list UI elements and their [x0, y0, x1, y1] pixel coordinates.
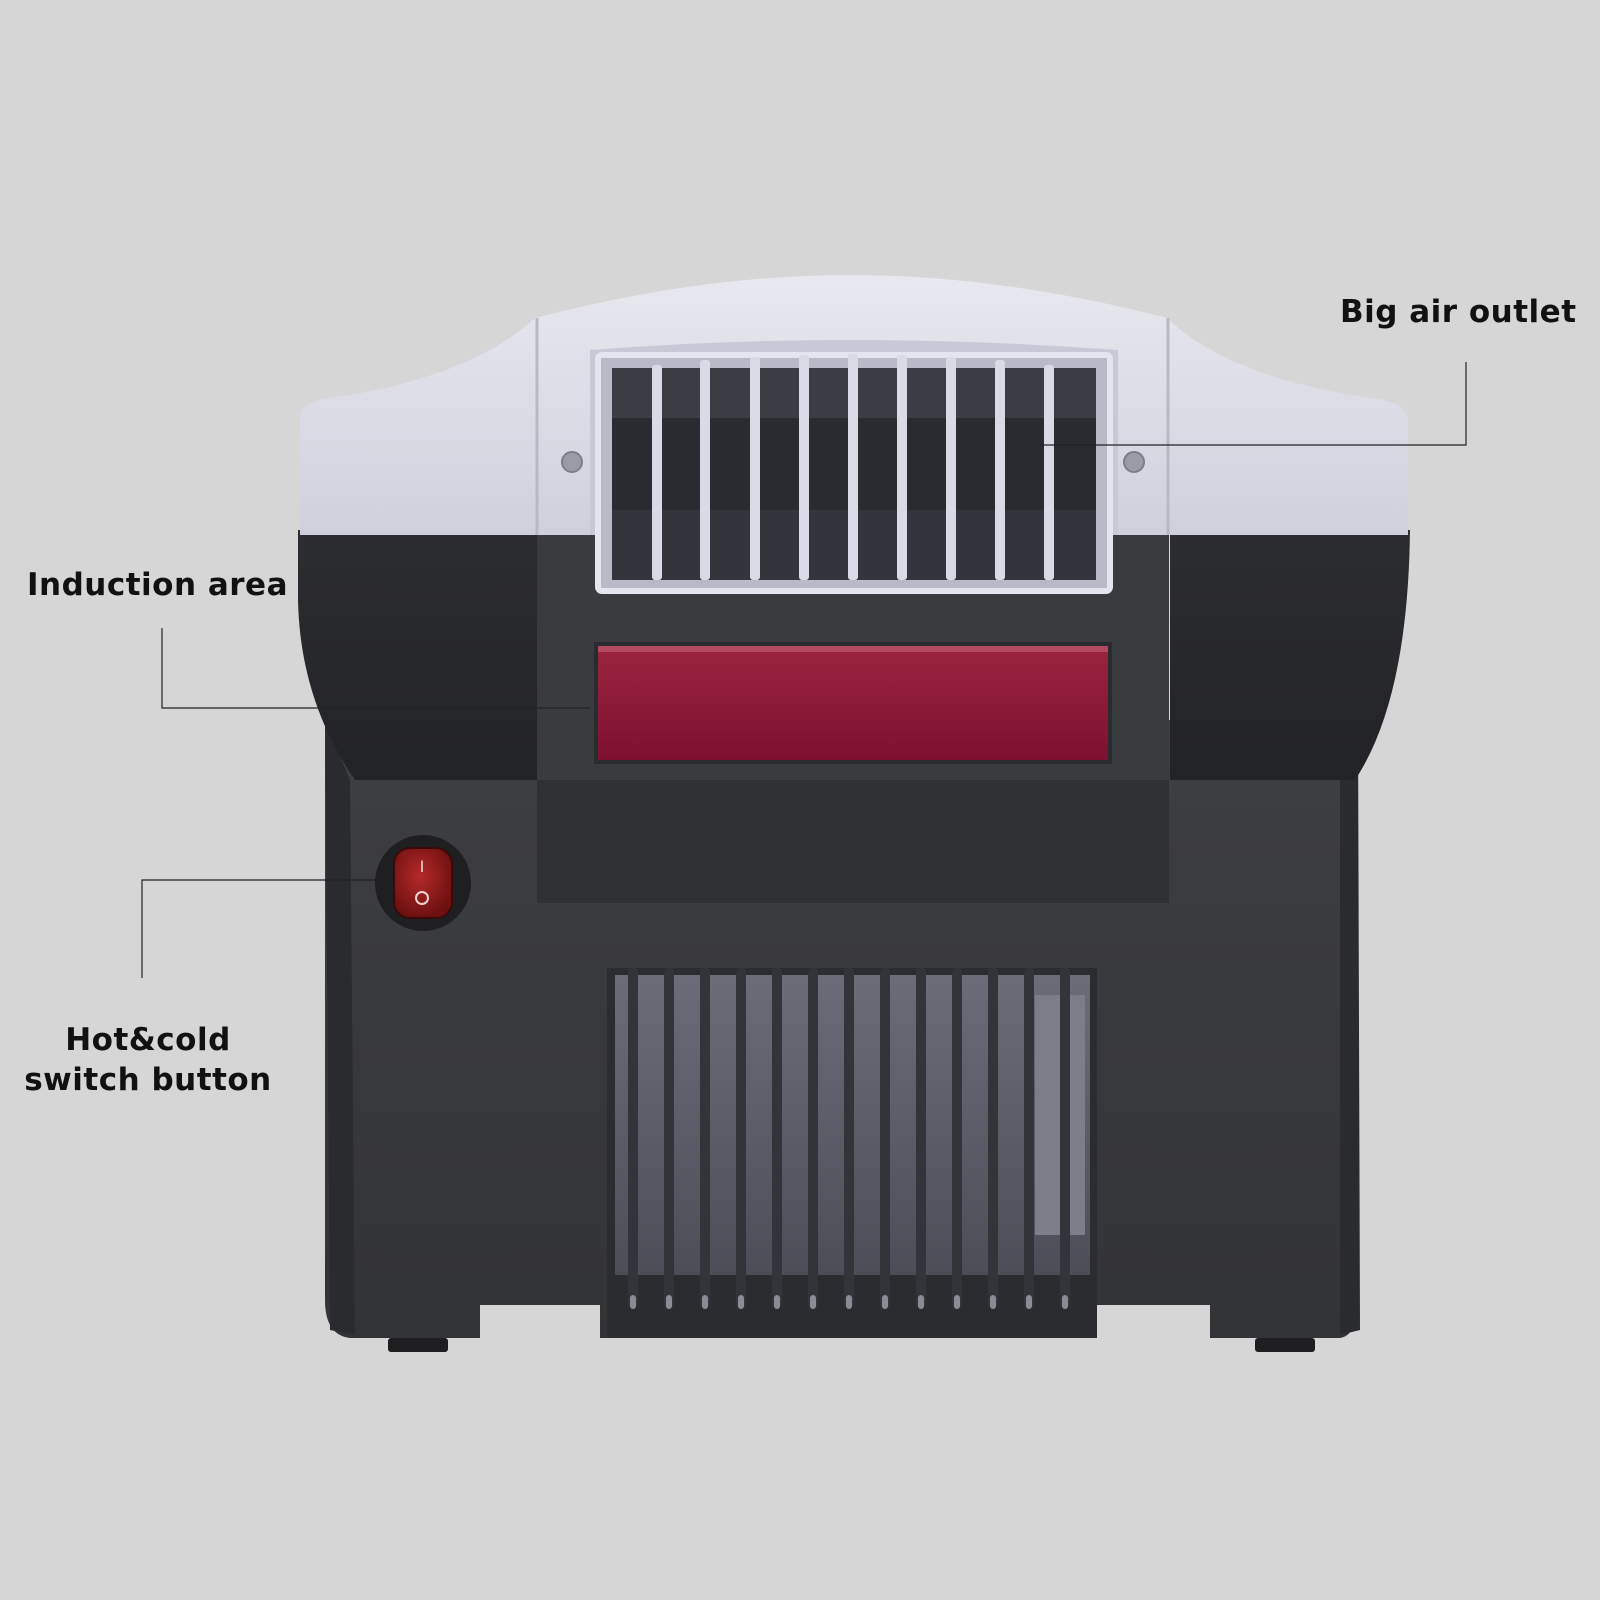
left-shoulder — [298, 530, 540, 780]
air-outlet-label: Big air outlet — [1340, 294, 1577, 330]
switch-label-line2: switch button — [24, 1062, 272, 1098]
induction-area-label: Induction area — [27, 567, 288, 603]
body-side-edge-right — [1340, 720, 1360, 1335]
switch-button-label: Hot&cold switch button — [12, 1020, 284, 1100]
front-panel-lower — [537, 780, 1169, 903]
right-foot — [1255, 1338, 1315, 1352]
body-side-edge — [325, 720, 355, 1335]
hot-cold-switch[interactable]: I — [375, 835, 471, 931]
leader-line-switch — [141, 879, 375, 978]
switch-on-symbol: I — [420, 857, 425, 876]
grille-slats — [628, 968, 1070, 1308]
switch-label-line1: Hot&cold — [65, 1022, 231, 1058]
leader-line-outlet — [1040, 362, 1467, 446]
grille-slat-tips — [630, 1295, 1068, 1309]
left-foot — [388, 1338, 448, 1352]
intake-grille — [607, 968, 1097, 1338]
outlet-louvers — [652, 354, 1054, 580]
induction-sensor-window — [594, 642, 1112, 764]
leader-line-induction — [161, 628, 590, 709]
switch-off-symbol — [415, 891, 429, 905]
right-shoulder — [1170, 530, 1410, 780]
screw-left — [561, 451, 583, 473]
air-outlet — [590, 340, 1118, 594]
screw-right — [1123, 451, 1145, 473]
